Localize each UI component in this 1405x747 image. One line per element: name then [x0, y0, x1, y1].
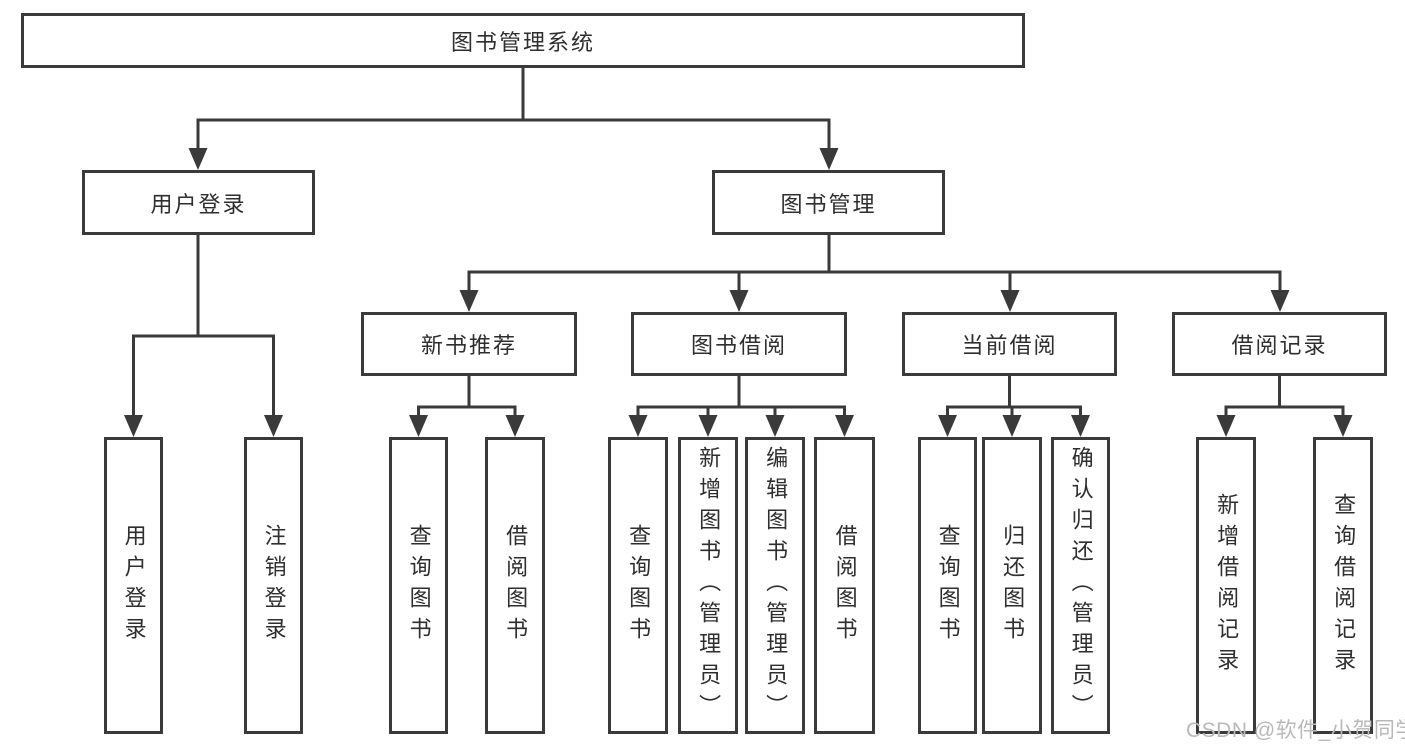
csdn-watermark: CSDN @软件_小贺同学	[1186, 719, 1405, 742]
node-root-label: 图书管理系统	[450, 29, 595, 55]
leaf-confirm-return-admin-label: 确认归还（管理员）	[1068, 446, 1094, 725]
leaf-recommend-query-books: 查询图书	[389, 437, 448, 734]
leaf-recommend-borrow-books: 借阅图书	[485, 437, 545, 734]
leaf-borrow-books-label: 借阅图书	[832, 523, 858, 648]
node-book-management-label: 图书管理	[780, 191, 877, 217]
node-book-management: 图书管理	[712, 170, 945, 235]
node-user-login: 用户登录	[82, 170, 315, 235]
leaf-edit-books-admin-label: 编辑图书（管理员）	[763, 446, 789, 725]
leaf-add-books-admin-label: 新增图书（管理员）	[696, 446, 722, 725]
node-current-borrowing-label: 当前借阅	[961, 333, 1058, 358]
leaf-borrowing-query-books-label: 查询图书	[626, 523, 652, 648]
node-new-book-recommend: 新书推荐	[361, 312, 577, 376]
node-user-login-label: 用户登录	[150, 191, 247, 217]
node-borrowing-records: 借阅记录	[1172, 312, 1387, 376]
leaf-user-login-label: 用户登录	[121, 523, 147, 648]
node-borrowing-records-label: 借阅记录	[1231, 333, 1328, 358]
leaf-recommend-query-books-label: 查询图书	[406, 523, 432, 648]
node-new-book-recommend-label: 新书推荐	[420, 333, 517, 358]
leaf-query-borrow-record-label: 查询借阅记录	[1331, 492, 1357, 679]
leaf-logout: 注销登录	[244, 437, 303, 734]
node-book-borrowing: 图书借阅	[631, 312, 847, 376]
leaf-return-books: 归还图书	[982, 437, 1042, 734]
leaf-logout-label: 注销登录	[261, 523, 287, 648]
leaf-add-borrow-record: 新增借阅记录	[1196, 437, 1256, 734]
node-book-borrowing-label: 图书借阅	[690, 333, 787, 358]
leaf-borrowing-query-books: 查询图书	[608, 437, 668, 734]
leaf-return-books-label: 归还图书	[1000, 523, 1026, 648]
leaf-recommend-borrow-books-label: 借阅图书	[503, 523, 529, 648]
leaf-confirm-return-admin: 确认归还（管理员）	[1051, 437, 1110, 734]
node-root-system: 图书管理系统	[21, 13, 1025, 68]
leaf-current-query-books: 查询图书	[918, 437, 977, 734]
arrowheads	[124, 148, 1353, 437]
leaf-user-login: 用户登录	[104, 437, 163, 734]
leaf-current-query-books-label: 查询图书	[935, 523, 961, 648]
node-current-borrowing: 当前借阅	[902, 312, 1117, 376]
leaf-add-borrow-record-label: 新增借阅记录	[1214, 492, 1240, 679]
leaf-add-books-admin: 新增图书（管理员）	[678, 437, 738, 734]
leaf-borrow-books: 借阅图书	[814, 437, 875, 734]
leaf-query-borrow-record: 查询借阅记录	[1313, 437, 1373, 734]
leaf-edit-books-admin: 编辑图书（管理员）	[745, 437, 805, 734]
